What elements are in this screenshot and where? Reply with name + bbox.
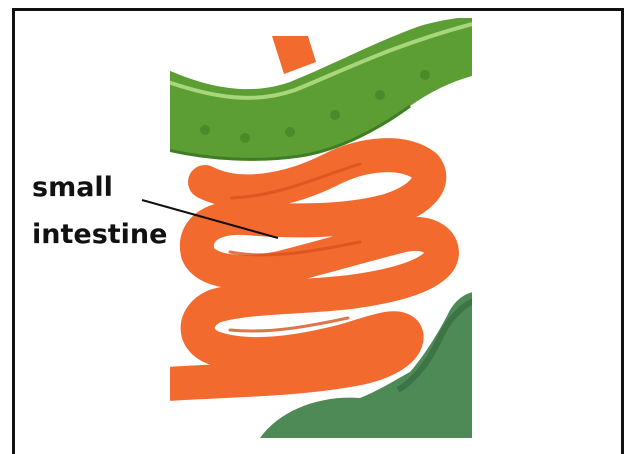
small-intestine (168, 155, 442, 384)
label-intestine: intestine (32, 221, 167, 248)
label-small: small (32, 174, 113, 201)
duodenum (272, 36, 316, 74)
